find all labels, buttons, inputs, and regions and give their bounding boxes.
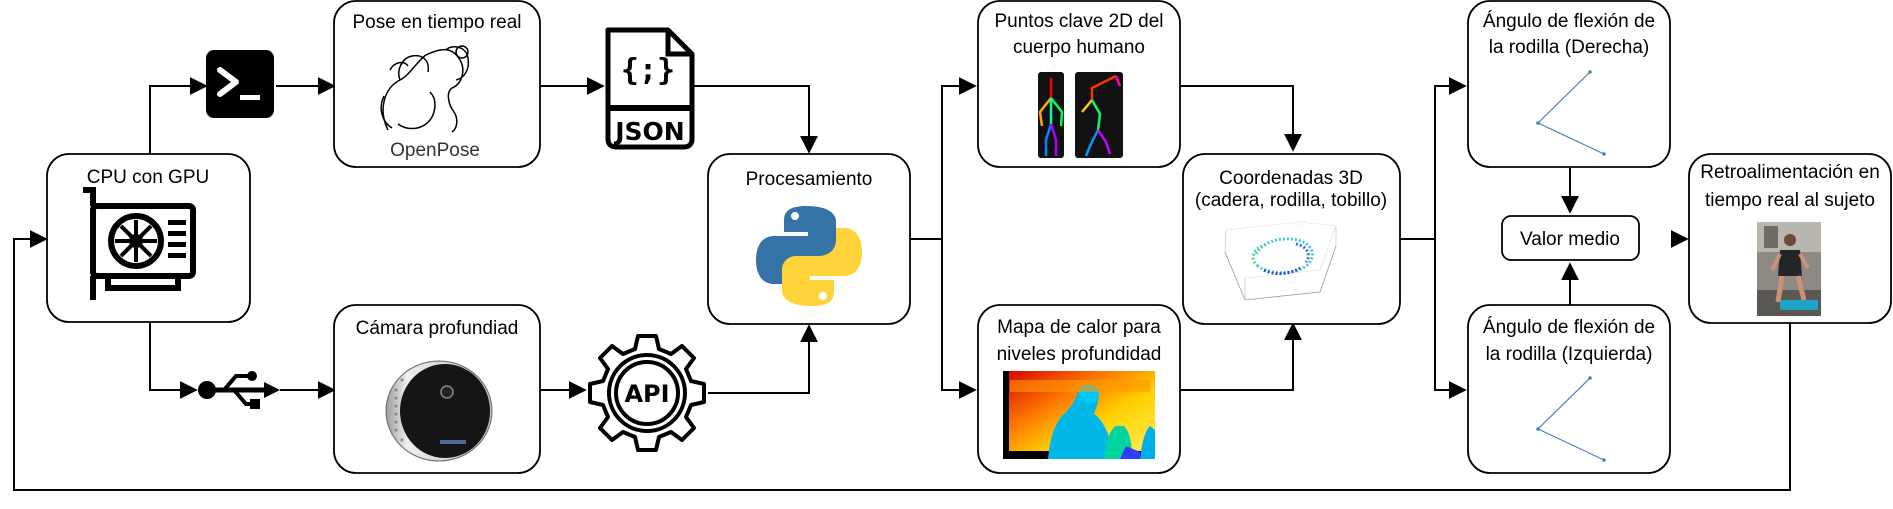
camera-label: Cámara profundiad bbox=[356, 318, 519, 339]
usb-icon bbox=[198, 371, 280, 409]
edge-keypoints-coords bbox=[1180, 85, 1302, 152]
heatmap-line2: niveles profundidad bbox=[997, 344, 1162, 365]
edge-api-processing bbox=[708, 324, 818, 394]
edge-cpu-usb bbox=[149, 322, 198, 399]
angle-right-box bbox=[1467, 0, 1671, 168]
svg-text:{;}: {;} bbox=[621, 53, 675, 88]
edge-processing-heatmap bbox=[941, 239, 977, 399]
angle-left-line1: Ángulo de flexión de bbox=[1483, 317, 1655, 338]
terminal-icon bbox=[206, 50, 274, 118]
openpose-figure-icon bbox=[380, 45, 470, 133]
connectors bbox=[13, 77, 1791, 491]
depth-heatmap-image bbox=[1003, 371, 1155, 459]
angle-right-line1: Ángulo de flexión de bbox=[1483, 11, 1655, 32]
coords-node: Coordenadas 3D (cadera, rodilla, tobillo… bbox=[1182, 153, 1401, 325]
mean-node: Valor medio bbox=[1501, 215, 1640, 261]
feedback-line2: tiempo real al sujeto bbox=[1705, 190, 1875, 211]
svg-text:-: - bbox=[1250, 302, 1252, 307]
edge-heatmap-coords bbox=[1180, 322, 1302, 391]
api-gear-icon: API bbox=[588, 334, 706, 452]
feedback-node: Retroalimentación en tiempo real al suje… bbox=[1688, 153, 1892, 324]
edge-coords-angle-left bbox=[1434, 239, 1467, 399]
coords-line2: (cadera, rodilla, tobillo) bbox=[1195, 190, 1387, 211]
pose-label: Pose en tiempo real bbox=[353, 12, 522, 33]
coords-line1: Coordenadas 3D bbox=[1219, 168, 1363, 189]
feedback-line1: Retroalimentación en bbox=[1700, 162, 1880, 183]
keypoints-node: Puntos clave 2D del cuerpo humano bbox=[977, 0, 1181, 168]
api-label: API bbox=[624, 380, 669, 408]
gpu-card-icon bbox=[83, 187, 196, 300]
edge-json-processing bbox=[694, 85, 818, 154]
openpose-caption: OpenPose bbox=[390, 140, 480, 161]
edge-feedback-cpu bbox=[13, 230, 1791, 491]
3d-scatter-plot-image: -- bbox=[1215, 221, 1337, 307]
angle-right-line2: la rodilla (Derecha) bbox=[1489, 37, 1650, 58]
heatmap-node: Mapa de calor para niveles profundidad bbox=[977, 304, 1181, 474]
cpu-label: CPU con GPU bbox=[87, 167, 209, 188]
angle-left-line2: la rodilla (Izquierda) bbox=[1486, 344, 1653, 365]
subject-photo-image bbox=[1757, 222, 1821, 316]
heatmap-line1: Mapa de calor para bbox=[997, 317, 1161, 338]
mean-box bbox=[1501, 215, 1640, 261]
processing-node: Procesamiento bbox=[707, 153, 911, 325]
pose-node: Pose en tiempo real OpenPose bbox=[333, 0, 541, 168]
processing-label: Procesamiento bbox=[746, 169, 873, 190]
depth-camera-icon bbox=[385, 360, 493, 462]
angle-right-node: Ángulo de flexión de la rodilla (Derecha… bbox=[1467, 0, 1671, 168]
python-logo-icon bbox=[756, 206, 862, 306]
camera-node: Cámara profundiad bbox=[333, 304, 541, 474]
angle-left-box bbox=[1467, 304, 1671, 474]
json-label: JSON bbox=[613, 117, 684, 146]
edge-cpu-terminal bbox=[149, 77, 208, 154]
cpu-node: CPU con GPU bbox=[46, 153, 251, 323]
skeleton-keypoints-icon bbox=[1038, 72, 1123, 158]
edge-coords-angle-right bbox=[1400, 77, 1467, 240]
edge-processing-keypoints bbox=[910, 77, 977, 240]
knee-angle-plot-icon bbox=[1536, 70, 1606, 156]
svg-text:-: - bbox=[1215, 258, 1217, 263]
knee-angle-plot-icon bbox=[1536, 376, 1606, 462]
angle-left-node: Ángulo de flexión de la rodilla (Izquier… bbox=[1467, 304, 1671, 474]
mean-label: Valor medio bbox=[1520, 229, 1620, 250]
keypoints-line1: Puntos clave 2D del bbox=[995, 11, 1164, 32]
keypoints-line2: cuerpo humano bbox=[1013, 37, 1145, 58]
json-file-icon: {;} JSON bbox=[605, 27, 695, 150]
